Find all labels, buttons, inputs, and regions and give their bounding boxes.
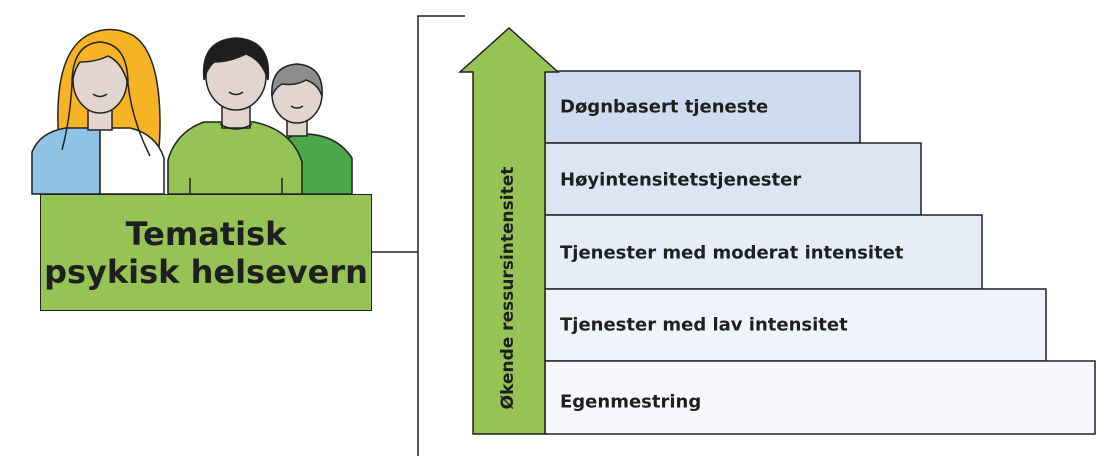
person-grey-mouth xyxy=(290,105,304,109)
man-mouth xyxy=(228,91,244,96)
bracket-top-line xyxy=(417,15,465,456)
woman-shirt-white xyxy=(99,127,165,195)
staircase xyxy=(544,70,1096,435)
woman-mouth xyxy=(92,93,108,98)
tema-box: Tematisk psykisk helsevern xyxy=(40,194,372,311)
man-shirt xyxy=(167,121,303,195)
step-label-moderat: Tjenester med moderat intensitet xyxy=(560,242,904,264)
bracket-connector xyxy=(372,15,465,456)
tema-title-line1: Tematisk xyxy=(125,214,287,253)
woman-shirt-blue xyxy=(31,127,101,195)
man-hair-shape xyxy=(202,37,270,81)
woman-hair-strand-right xyxy=(127,83,151,157)
intensity-arrow xyxy=(458,26,560,435)
arrow-label: Økende ressursintensitet xyxy=(498,166,518,410)
step-hoeyintensitet xyxy=(544,142,922,216)
step-label-doegnbasert: Døgnbasert tjeneste xyxy=(560,96,769,118)
people-illustration xyxy=(31,28,353,195)
person-man xyxy=(167,37,303,195)
person-woman xyxy=(31,28,165,195)
person-grey-hair-shape xyxy=(271,63,323,97)
tema-title-line2: psykisk helsevern xyxy=(44,252,368,291)
woman-hair-fringe xyxy=(71,41,129,85)
step-label-lav: Tjenester med lav intensitet xyxy=(560,314,848,336)
step-egenmestring xyxy=(544,360,1096,435)
step-label-egenmestring: Egenmestring xyxy=(560,391,702,413)
woman-hair-strand-left xyxy=(61,83,73,151)
step-label-hoeyintensitet: Høyintensitetstjenester xyxy=(560,169,802,191)
man-collar xyxy=(219,123,253,130)
